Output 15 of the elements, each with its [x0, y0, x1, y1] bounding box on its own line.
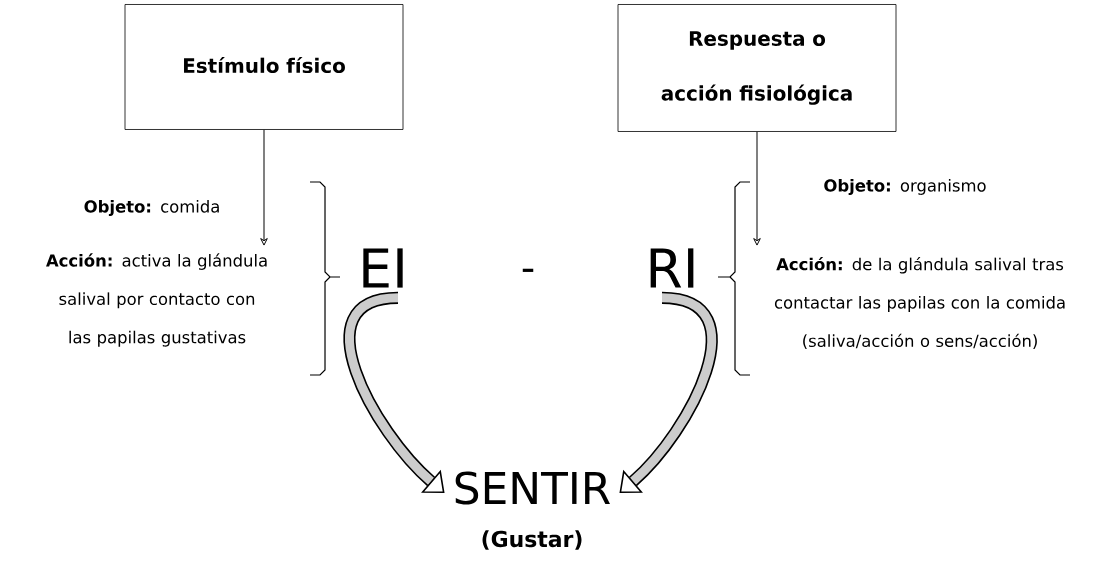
term-text: RI	[650, 248, 694, 288]
curved-block-arrow	[343, 291, 445, 493]
term-text: EI	[363, 248, 403, 288]
arrow	[260, 129, 268, 246]
caption-text: (Gustar)	[482, 530, 582, 550]
text-box: Estímulo físico	[124, 4, 404, 130]
curved-block-arrow	[619, 291, 718, 493]
result-text: SENTIR	[455, 471, 610, 505]
note-text: Acción: de la glándula salival tras contactar las papilas con la comida (saliva/acción o sens/acción)	[774, 257, 1065, 349]
dash-text: -	[522, 268, 534, 272]
arrow	[753, 131, 761, 246]
note-text: Acción: activa la glándula salival por contacto con las papilas gustativas	[46, 253, 267, 347]
text-box: Respuesta o acción fisiológica	[617, 4, 897, 132]
note-text: Objeto: organismo	[824, 179, 986, 195]
note-text: Objeto: comida	[84, 200, 219, 216]
